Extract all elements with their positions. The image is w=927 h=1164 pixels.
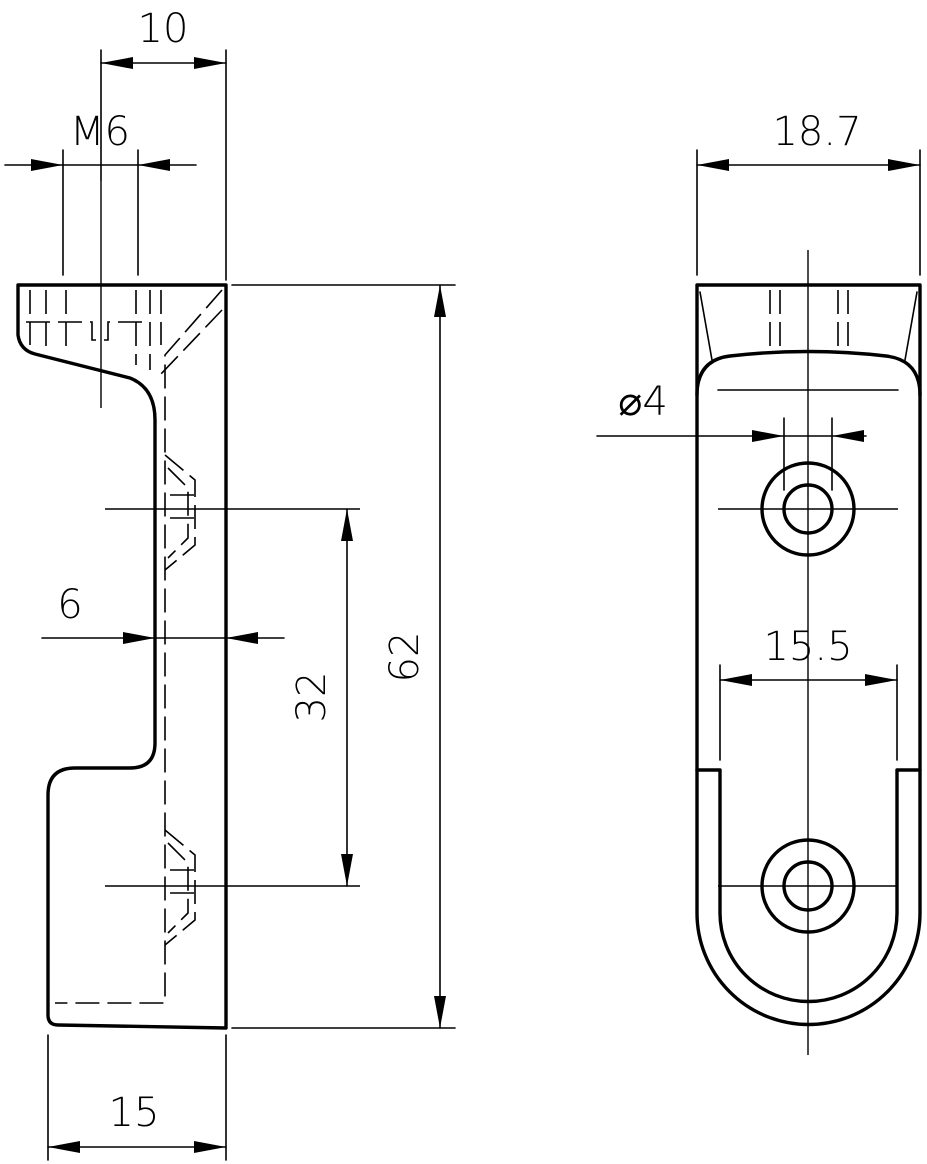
dimension-label-10: 10	[138, 6, 189, 52]
arrowhead	[138, 159, 170, 171]
hidden-inner-wall	[55, 289, 223, 1004]
hidden-fastener-upper	[164, 454, 196, 571]
arrowhead	[434, 285, 446, 317]
arrowhead	[194, 57, 226, 69]
arrowhead	[123, 632, 155, 644]
arrowhead	[226, 632, 258, 644]
arrowhead	[720, 674, 752, 686]
arrowhead	[194, 1141, 226, 1153]
arrowhead	[752, 430, 784, 442]
front-view-outline	[695, 283, 922, 1027]
arrowhead	[888, 159, 920, 171]
front-side-taper	[699, 291, 918, 361]
dimension-label-32: 32	[289, 672, 335, 723]
arrowhead	[31, 159, 63, 171]
arrowhead	[434, 996, 446, 1028]
arrowhead	[865, 674, 897, 686]
dimension-label-62: 62	[382, 632, 428, 683]
dimension-label-m6: M6	[70, 109, 130, 155]
hidden-thread-lines	[29, 290, 162, 370]
arrowhead	[48, 1141, 80, 1153]
dimension-label-15: 15	[109, 1090, 160, 1136]
arrowhead	[341, 854, 353, 886]
dimension-label-15-5: 15.5	[763, 624, 852, 670]
side-view: 10 M6 6 32 62 15	[4, 6, 456, 1161]
hidden-fastener-lower	[164, 829, 196, 946]
dimension-label-18-7: 18.7	[772, 109, 861, 155]
dimension-label-diameter: ⌀4	[618, 379, 668, 425]
arrowhead	[101, 57, 133, 69]
hidden-chamfer	[159, 309, 223, 376]
front-view: 18.7 ⌀4 15.5	[596, 109, 922, 1055]
side-view-outline	[16, 283, 228, 1030]
arrowhead	[832, 430, 864, 442]
arrowhead	[341, 509, 353, 541]
dimension-label-6: 6	[57, 582, 82, 628]
front-hidden-lines	[769, 290, 849, 350]
arrowhead	[697, 159, 729, 171]
hidden-slot	[26, 321, 150, 341]
